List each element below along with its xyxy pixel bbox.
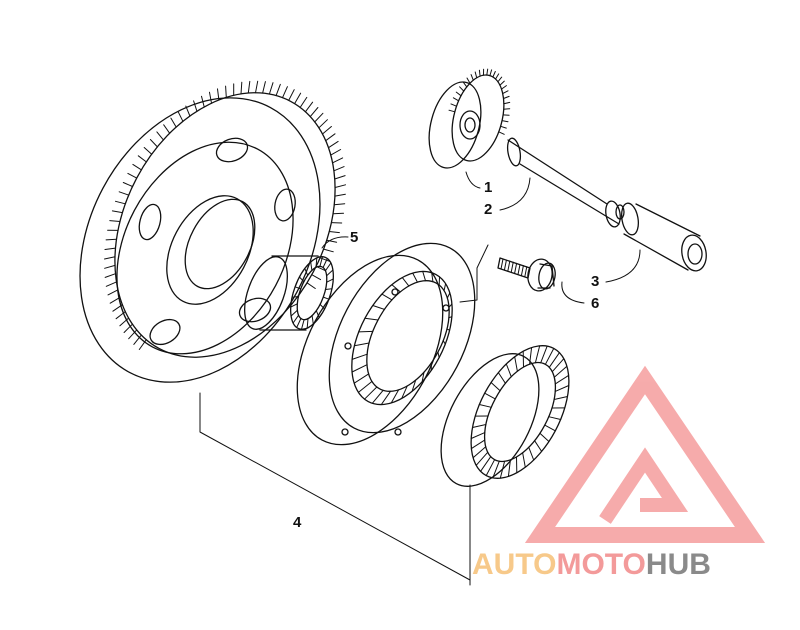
callout-4: 4 [293,514,302,531]
callout-1: 1 [484,179,493,196]
watermark-auto: AUTO [472,548,557,581]
watermark-moto: MOTO [556,548,646,581]
callout-5: 5 [350,229,359,246]
leader-lines [199,171,641,586]
sleeve [620,202,707,272]
watermark-logo-icon [524,365,766,543]
watermark-hub: HUB [645,548,711,581]
needle-bearing [244,255,334,331]
small-gear [428,68,511,169]
sprag-ring [440,345,570,487]
callout-2: 2 [484,201,493,218]
clutch-housing [296,242,476,446]
callout-6: 6 [591,295,600,312]
callout-3: 3 [591,273,600,290]
bolt [497,257,556,292]
watermark-text: AUTOMOTOHUB [472,548,711,582]
ring-gear [79,80,346,383]
shaft [506,137,625,228]
